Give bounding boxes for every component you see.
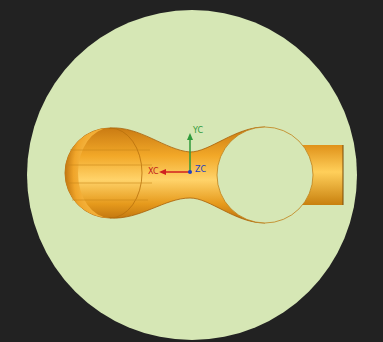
- axis-label: ZC: [195, 166, 206, 174]
- bore-wall: [65, 128, 110, 218]
- x-axis: [163, 171, 190, 173]
- bore-edge: [110, 128, 142, 218]
- bore-opening: [217, 127, 313, 223]
- y-arrow: [187, 133, 193, 140]
- axis-label: YC: [193, 127, 203, 135]
- axis-label: XC: [148, 168, 158, 176]
- part-face: [27, 10, 357, 340]
- origin: [188, 170, 192, 174]
- tube-edge: [343, 145, 344, 205]
- x-arrow: [159, 169, 166, 175]
- y-axis: [189, 137, 191, 172]
- shading-lines: [66, 150, 152, 200]
